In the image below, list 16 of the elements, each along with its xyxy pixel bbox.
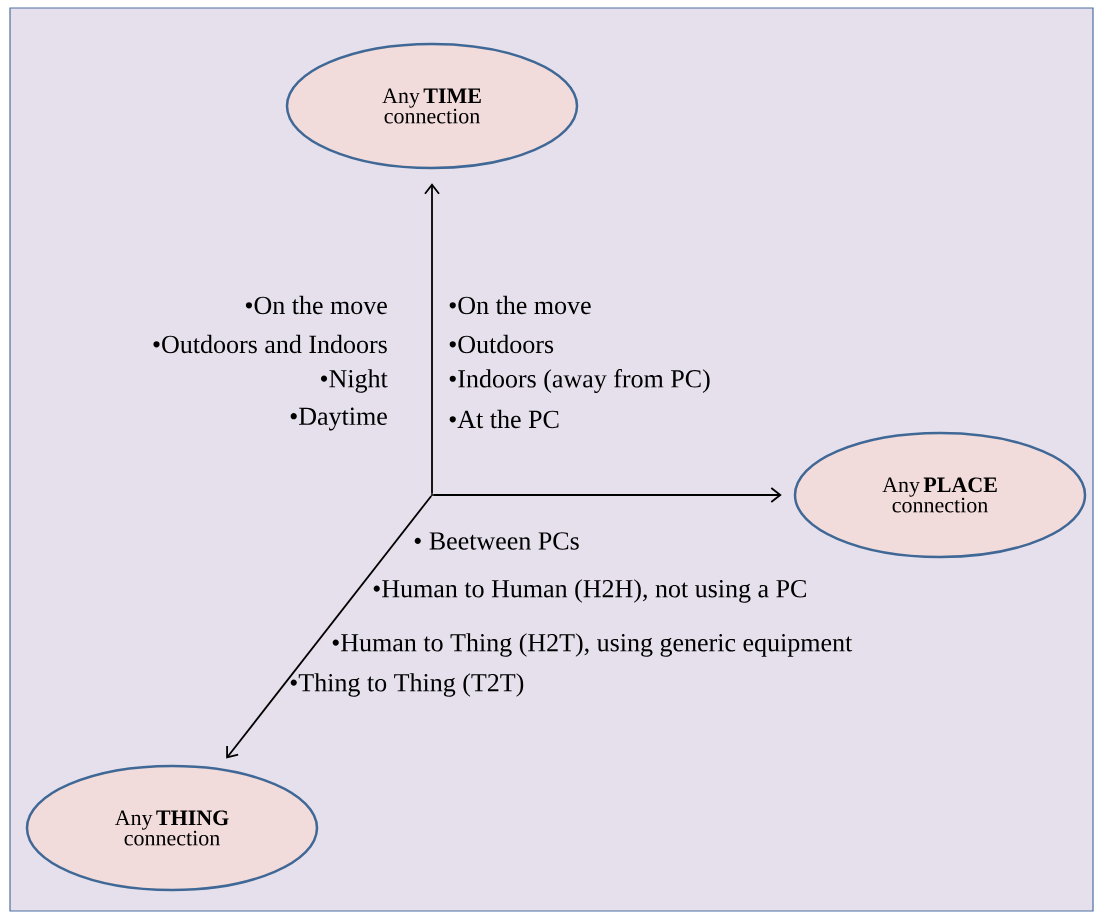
bullet-item: •Thing to Thing (T2T) xyxy=(290,673,524,697)
bullet-item: •Daytime xyxy=(290,407,387,431)
arrow xyxy=(226,495,433,759)
bullet-item: •On the move xyxy=(245,295,387,315)
bullet-item: •On the move xyxy=(449,295,591,315)
bullet-item: •Human to Human (H2H), not using a PC xyxy=(373,579,806,603)
bullet-item: • Beetween PCs xyxy=(414,532,579,550)
bullet-item: •At the PC xyxy=(449,409,559,429)
arrow xyxy=(432,487,782,503)
bullet-item: •Indoors (away from PC) xyxy=(449,369,710,393)
bullet-item: •Outdoors and Indoors xyxy=(153,334,387,354)
bullet-item: •Outdoors xyxy=(449,334,554,354)
arrow xyxy=(424,183,440,495)
bullet-item: •Human to Thing (H2T), using generic equipment xyxy=(332,633,853,657)
axis-origin xyxy=(431,494,433,496)
bullet-item: •Night xyxy=(320,369,388,393)
